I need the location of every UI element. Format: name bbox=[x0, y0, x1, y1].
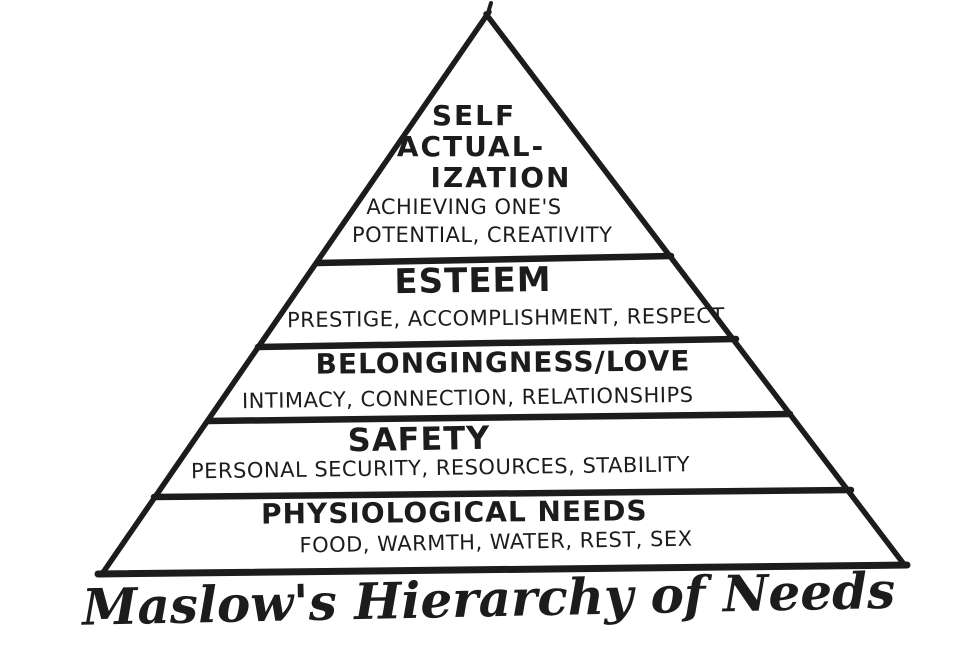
pyramid-right-edge bbox=[483, 11, 906, 566]
level-1-heading-line-3: IZATION bbox=[430, 161, 572, 194]
level-1-subtext-line-2: POTENTIAL, CREATIVITY bbox=[352, 223, 613, 247]
level-5-heading: PHYSIOLOGICAL NEEDS bbox=[260, 494, 648, 531]
level-1-subtext-line-1: ACHIEVING ONE'S bbox=[366, 195, 562, 219]
level-1-heading-line-2: ACTUAL- bbox=[396, 130, 546, 163]
level-1-subtext: ACHIEVING ONE'S POTENTIAL, CREATIVITY bbox=[334, 193, 612, 249]
level-2-subtext: PRESTIGE, ACCOMPLISHMENT, RESPECT bbox=[286, 303, 725, 333]
level-3-heading: BELONGINGNESS/LOVE bbox=[315, 344, 691, 381]
level-divider-3 bbox=[204, 410, 794, 425]
level-2-heading: ESTEEM bbox=[394, 259, 552, 303]
level-1-heading-line-1: SELF bbox=[431, 99, 517, 132]
level-1-heading: SELF ACTUAL- IZATION bbox=[349, 100, 599, 193]
level-divider-2 bbox=[254, 335, 740, 351]
pyramid-base-line bbox=[94, 561, 911, 578]
pyramid-left-edge bbox=[99, 9, 492, 577]
level-divider-4 bbox=[150, 486, 855, 501]
level-4-heading: SAFETY bbox=[347, 418, 491, 460]
level-divider-1 bbox=[313, 252, 675, 267]
